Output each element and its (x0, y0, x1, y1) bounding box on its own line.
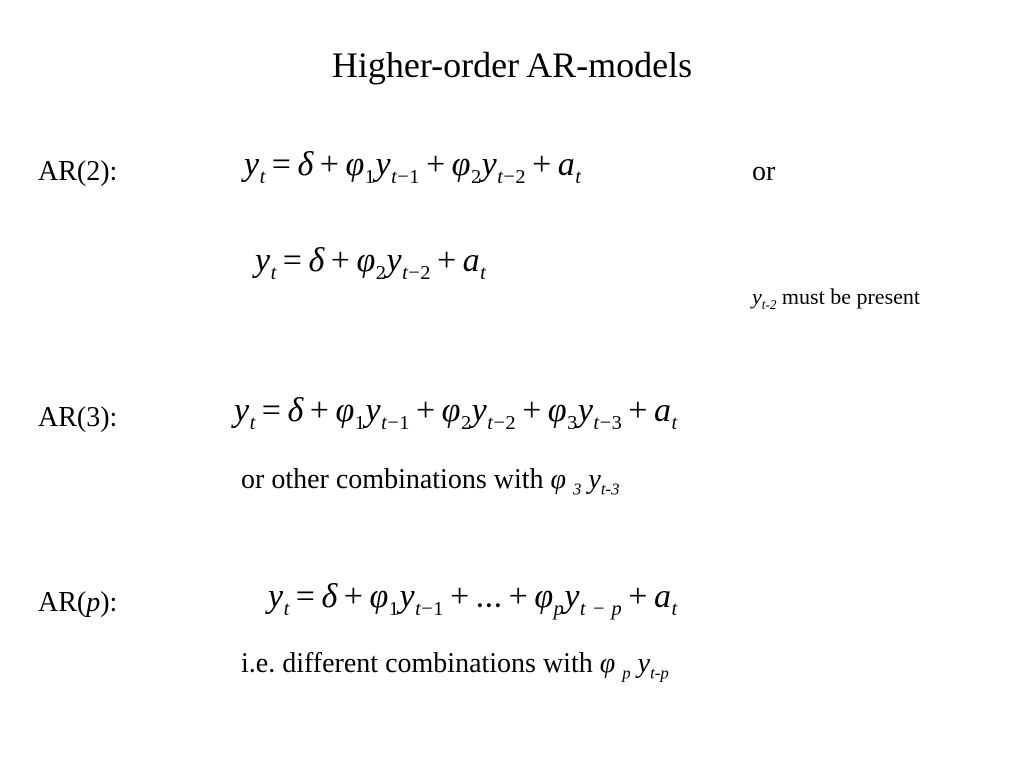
ar2-equation-full: yt=δ+φ1yt−1+φ2yt−2+at (244, 146, 582, 188)
ar2-note-subscript: t-2 (761, 297, 777, 313)
ar3-label: AR(3): (38, 402, 118, 433)
arp-note-y-subscript: t-p (650, 663, 669, 683)
ar2-equation-alt: yt=δ+φ2yt−2+at (255, 242, 487, 284)
slide-title: Higher-order AR-models (331, 45, 693, 85)
ar2-label: AR(2): (38, 156, 118, 187)
arp-note-phi-subscript: p (622, 663, 631, 683)
arp-equation: yt=δ+φ1yt−1+...+φpyt − p+at (268, 578, 678, 620)
ar3-note-y-subscript: t-3 (600, 479, 620, 499)
ar3-note-phi-subscript: 3 (573, 479, 582, 499)
arp-combinations-note: i.e. different combinations with φ p yt-… (241, 648, 669, 683)
ar2-or-text: or (752, 156, 776, 187)
arp-label: AR(p): (38, 587, 118, 618)
ar3-combinations-note: or other combinations with φ 3 yt-3 (241, 464, 620, 499)
arp-note-text: i.e. different combinations with (241, 648, 600, 679)
arp-ellipsis: ... (475, 578, 503, 615)
ar2-note-text: must be present (776, 284, 921, 309)
ar3-equation: yt=δ+φ1yt−1+φ2yt−2+φ3yt−3+at (234, 392, 678, 434)
ar2-presence-note: yt-2 must be present (752, 284, 921, 313)
ar3-note-text: or other combinations with (241, 464, 551, 495)
